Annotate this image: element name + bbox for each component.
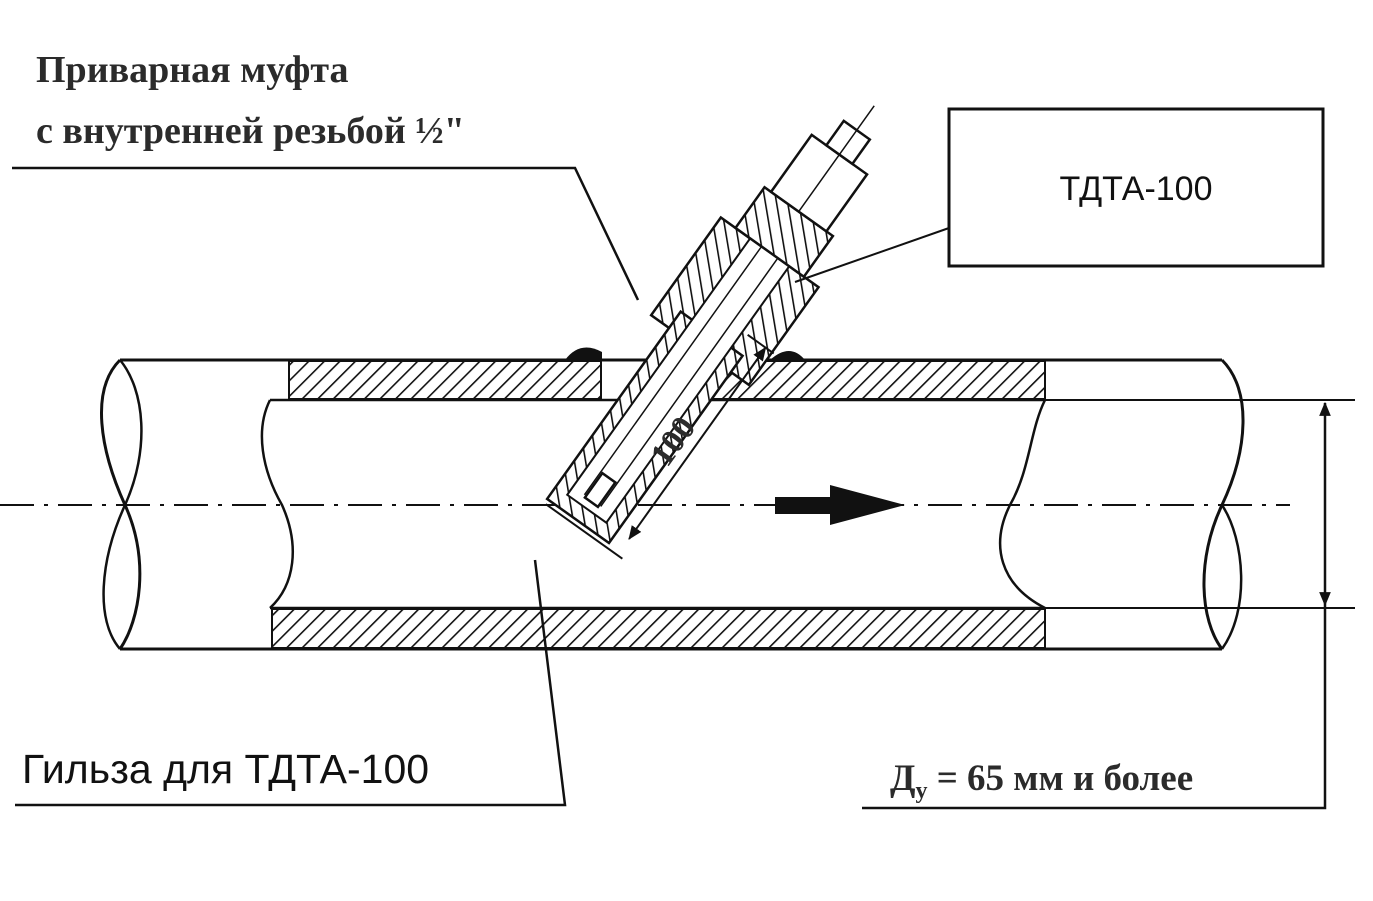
sensor-probe-tip xyxy=(583,471,618,509)
diameter-dimension: Ду = 65 мм и более xyxy=(862,399,1355,810)
bottom-wall-section xyxy=(271,608,1046,649)
diameter-prefix: Д xyxy=(890,758,915,799)
coupling-label-line2: с внутренней резьбой ½" xyxy=(36,110,465,152)
sleeve-leader xyxy=(15,559,567,807)
diameter-label: Ду = 65 мм и более xyxy=(890,758,1193,804)
coupling-label-line1: Приварная муфта xyxy=(36,49,349,91)
top-wall-left-section xyxy=(288,360,602,400)
sensor-axis-line xyxy=(798,105,875,213)
weld-left xyxy=(565,347,602,360)
diameter-leader xyxy=(862,605,1327,810)
weld-right xyxy=(770,351,805,360)
insertion-dimension-line xyxy=(628,346,767,540)
pipe-right-break-back xyxy=(1220,504,1243,650)
sensor-model-leader xyxy=(794,227,950,283)
sleeve-extension-line xyxy=(545,503,623,560)
diameter-value: = 65 мм и более xyxy=(927,758,1193,799)
flow-direction-arrow xyxy=(775,485,905,525)
pipe-cutaway-left xyxy=(260,399,294,609)
pipe-wall-sections xyxy=(271,360,1046,649)
sensor-assembly: 100 xyxy=(545,105,875,560)
insertion-dimension-ext xyxy=(747,334,775,355)
sensor-model-label: ТДТА-100 xyxy=(1059,170,1212,208)
coupling-leader xyxy=(12,166,640,301)
sleeve-label: Гильза для ТДТА-100 xyxy=(22,746,429,792)
sensor-model-box xyxy=(947,107,1325,268)
diameter-subscript: у xyxy=(915,778,927,804)
